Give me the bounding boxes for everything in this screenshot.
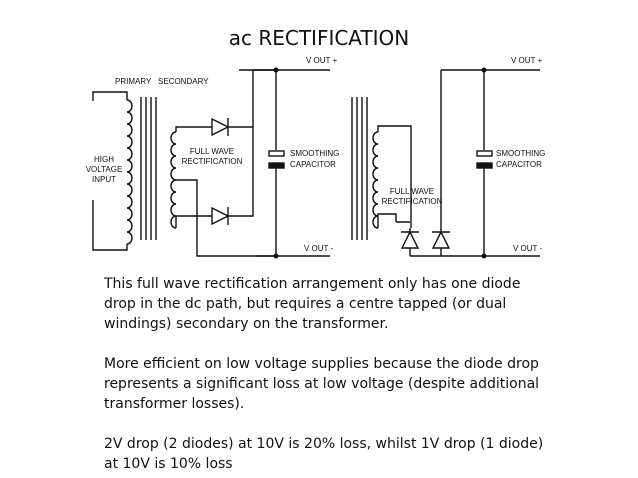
right-vout-plus-label: V OUT +: [511, 56, 543, 65]
left-diode-bottom: [211, 206, 230, 226]
left-capacitor-plate-bottom: [268, 162, 285, 169]
right-vout-minus-label: V OUT -: [513, 244, 543, 253]
right-junction-top: [481, 67, 487, 73]
paragraph-efficiency: More efficient on low voltage supplies b…: [104, 356, 540, 412]
right-diode-left: [400, 230, 420, 249]
left-secondary-label: SECONDARY: [158, 77, 209, 86]
left-output-rails: [239, 69, 330, 257]
left-secondary-leads: [175, 126, 276, 257]
left-vout-plus-label: V OUT +: [306, 56, 338, 65]
left-capacitor-label-line-1: SMOOTHING: [290, 149, 339, 158]
right-capacitor-plate-top: [476, 150, 493, 157]
left-primary-label: PRIMARY: [115, 77, 152, 86]
right-capacitor-label-line-2: CAPACITOR: [496, 160, 542, 169]
left-primary-coil: [126, 99, 133, 245]
left-junction-bottom: [273, 253, 279, 259]
slide-title: ac RECTIFICATION: [228, 26, 410, 50]
right-rectifier-label-line-1: FULL WAVE: [390, 187, 434, 196]
right-rectifier-label-line-2: RECTIFICATION: [382, 197, 443, 206]
left-input-label-line-1: HIGH: [94, 155, 114, 164]
left-vout-minus-label: V OUT -: [304, 244, 334, 253]
right-output-rails: [410, 69, 540, 257]
left-input-label-line-3: INPUT: [92, 175, 116, 184]
left-diode-top: [211, 117, 230, 137]
right-capacitor-label-line-1: SMOOTHING: [496, 149, 545, 158]
left-capacitor-plate-top: [268, 150, 285, 157]
paragraph-loss-example: 2V drop (2 diodes) at 10V is 20% loss, w…: [104, 436, 544, 472]
right-secondary-coil: [372, 131, 379, 229]
left-rectifier-label-line-2: RECTIFICATION: [182, 157, 243, 166]
left-capacitor-label-line-2: CAPACITOR: [290, 160, 336, 169]
left-secondary-coil: [170, 131, 177, 229]
left-junction-top: [273, 67, 279, 73]
right-capacitor-plate-bottom: [476, 162, 493, 169]
left-input-label-line-2: VOLTAGE: [86, 165, 123, 174]
right-secondary-leads: [377, 70, 442, 228]
right-diode-right: [431, 230, 451, 249]
paragraph-diode-drop: This full wave rectification arrangement…: [104, 276, 521, 332]
rectification-circuit-diagram: PRIMARY SECONDARY HIGH VOLTAGE INPUT FUL…: [86, 56, 545, 259]
left-rectifier-label-line-1: FULL WAVE: [190, 147, 234, 156]
left-primary-leads: [92, 91, 128, 251]
right-junction-bottom: [481, 253, 487, 259]
body-text: This full wave rectification arrangement…: [104, 274, 544, 474]
